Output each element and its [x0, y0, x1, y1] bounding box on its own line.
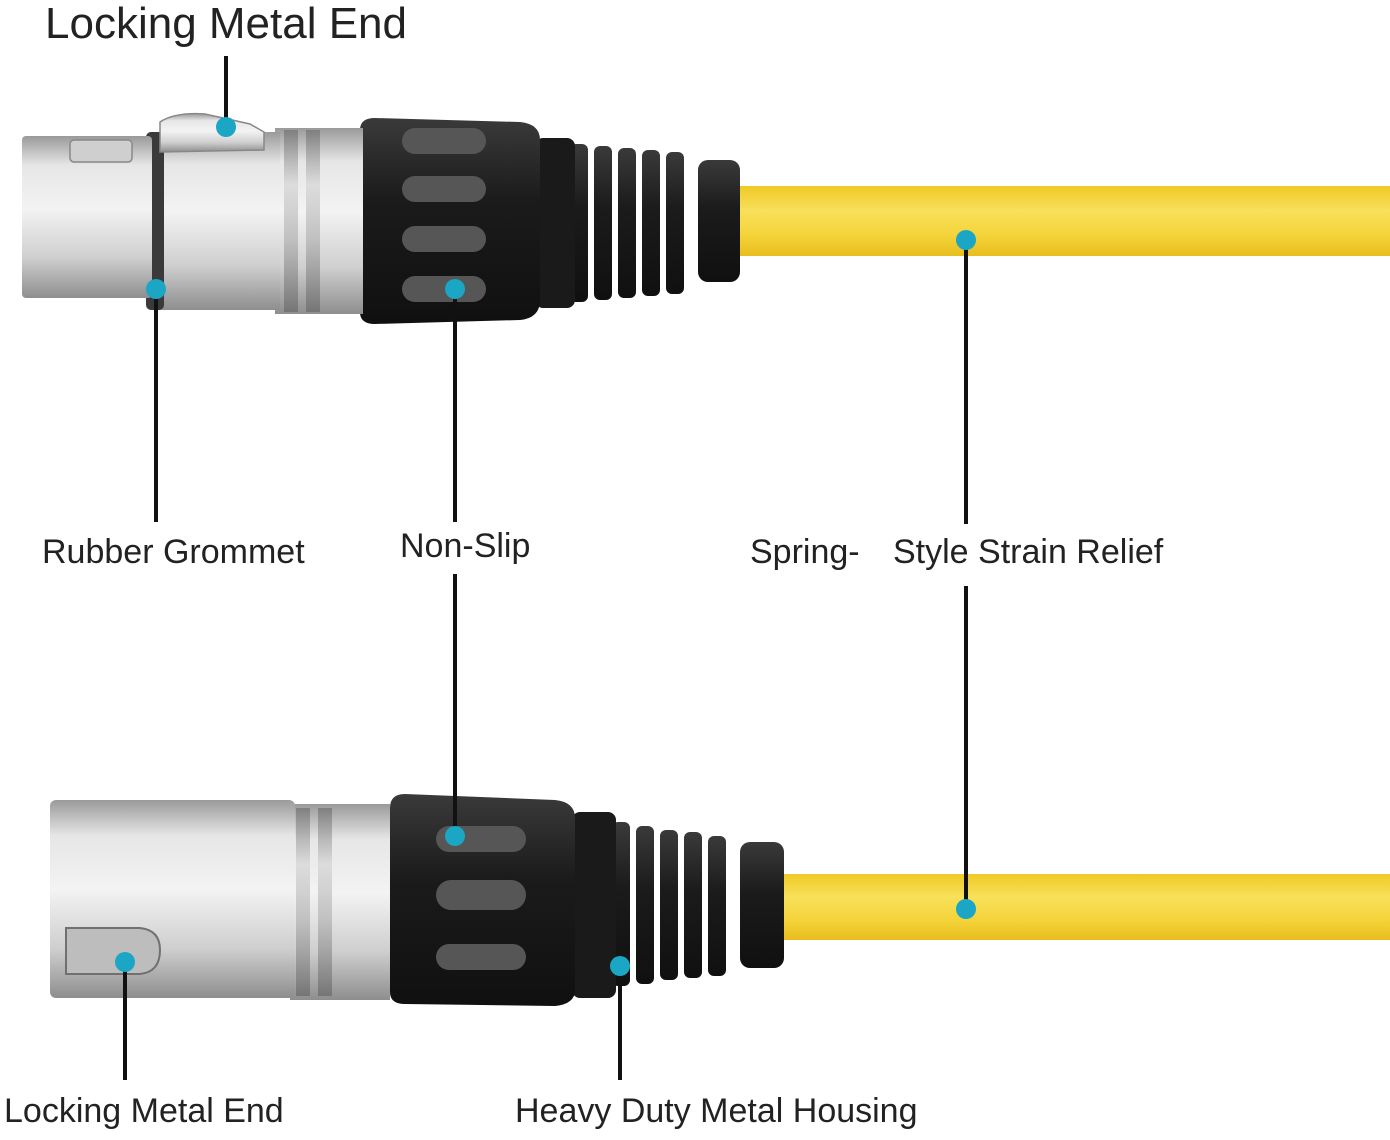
label-top-locking-metal-end: Locking Metal End	[45, 0, 407, 48]
dot-heavy-duty	[610, 956, 630, 976]
top-grip-pads	[402, 128, 486, 302]
dot-non-slip-bottom	[445, 826, 465, 846]
top-boot	[360, 118, 540, 324]
dot-bottom-locking	[115, 952, 135, 972]
bottom-cable	[780, 874, 1390, 940]
top-metal-barrel	[150, 132, 280, 310]
top-strain-ribs	[570, 144, 684, 302]
top-strain-cap	[698, 160, 740, 282]
top-front-face	[22, 136, 152, 298]
bottom-strain-cap	[740, 842, 784, 968]
label-rubber-grommet: Rubber Grommet	[42, 533, 305, 571]
label-spring-prefix: Spring-	[750, 533, 860, 571]
female-connector-icon	[22, 112, 1390, 324]
label-style-strain-relief: Style Strain Relief	[893, 533, 1164, 571]
label-heavy-duty-metal-housing: Heavy Duty Metal Housing	[515, 1092, 918, 1130]
label-non-slip: Non-Slip	[400, 527, 531, 565]
bottom-strain-ribs	[612, 822, 726, 986]
label-bottom-locking-metal-end: Locking Metal End	[4, 1092, 284, 1130]
callout-dots	[115, 117, 976, 976]
dot-non-slip-top	[445, 279, 465, 299]
dot-top-locking	[216, 117, 236, 137]
top-cable	[735, 186, 1390, 256]
bottom-locking-latch	[65, 927, 162, 975]
dot-strain-bottom	[956, 899, 976, 919]
top-locking-latch	[159, 112, 265, 153]
dot-strain-top	[956, 230, 976, 250]
male-connector-icon	[50, 794, 1390, 1006]
dot-rubber-grommet	[146, 279, 166, 299]
bottom-grip-pads	[436, 826, 526, 970]
leader-lines	[123, 56, 968, 1080]
